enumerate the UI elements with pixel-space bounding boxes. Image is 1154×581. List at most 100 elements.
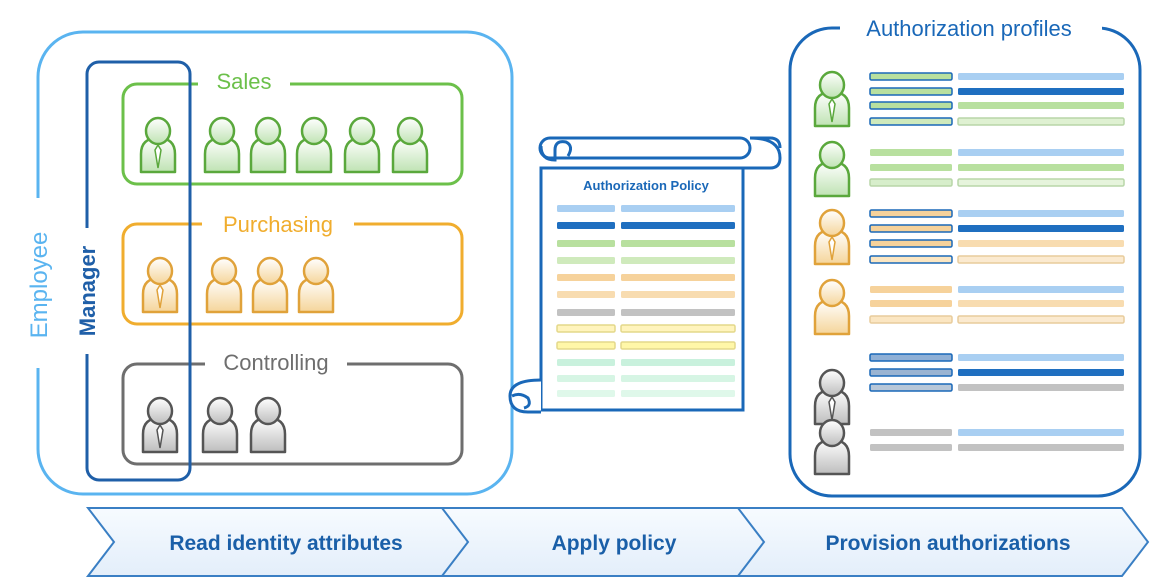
manager-label: Manager bbox=[75, 245, 100, 336]
profiles-title: Authorization profiles bbox=[866, 16, 1071, 41]
policy-rows bbox=[556, 205, 736, 397]
profile-authorization-bar bbox=[957, 178, 1125, 187]
person-icon bbox=[813, 140, 851, 198]
step-apply-policy: Apply policy bbox=[439, 507, 770, 577]
profile-role-bar bbox=[870, 149, 952, 156]
employee-frame: Employee bbox=[22, 30, 514, 496]
person-icon bbox=[201, 396, 239, 454]
profile-role-bar bbox=[869, 315, 953, 324]
profile-authorization-bar bbox=[958, 429, 1124, 436]
person-icon bbox=[203, 116, 241, 174]
manager-frame: Manager bbox=[72, 60, 192, 482]
profile-authorization-bar bbox=[958, 164, 1124, 171]
policy-rule-bar bbox=[620, 324, 736, 333]
profile-people bbox=[813, 70, 851, 476]
profile-role-bar bbox=[869, 72, 953, 81]
profile-role-bar bbox=[869, 101, 953, 110]
step-label: Provision authorizations bbox=[825, 532, 1070, 555]
profile-authorization-bar bbox=[958, 149, 1124, 156]
policy-rule-bar bbox=[557, 375, 615, 382]
profile-role-bar bbox=[870, 300, 952, 307]
profile-role-bar bbox=[870, 286, 952, 293]
policy-rule-bar bbox=[621, 240, 735, 247]
profile-authorization-bar bbox=[958, 286, 1124, 293]
policy-rule-bar bbox=[557, 390, 615, 397]
profile-role-bar bbox=[869, 383, 953, 392]
policy-rule-bar bbox=[557, 359, 615, 366]
manager-person-icon bbox=[141, 256, 179, 314]
profile-role-bar bbox=[869, 209, 953, 218]
profile-role-bar bbox=[869, 368, 953, 377]
person-icon bbox=[249, 116, 287, 174]
profile-role-bar bbox=[869, 239, 953, 248]
profile-authorization-bar bbox=[958, 102, 1124, 109]
policy-rule-bar bbox=[557, 222, 615, 229]
policy-rule-bar bbox=[621, 375, 735, 382]
policy-rule-bar bbox=[621, 291, 735, 298]
purchasing-group: Purchasing bbox=[121, 210, 464, 326]
person-icon bbox=[391, 116, 429, 174]
profile-authorization-bar bbox=[958, 384, 1124, 391]
policy-title: Authorization Policy bbox=[583, 178, 709, 193]
policy-rule-bar bbox=[557, 274, 615, 281]
profile-role-bar bbox=[869, 255, 953, 264]
policy-rule-bar bbox=[621, 222, 735, 229]
step-read-identity-attributes: Read identity attributes bbox=[85, 507, 474, 577]
profile-authorization-bar bbox=[958, 210, 1124, 217]
profile-authorization-bar bbox=[957, 255, 1125, 264]
manager-person-icon bbox=[813, 368, 851, 426]
profile-role-bar bbox=[869, 87, 953, 96]
person-icon bbox=[251, 256, 289, 314]
policy-rule-bar bbox=[621, 309, 735, 316]
profile-role-bar bbox=[869, 224, 953, 233]
policy-rule-bar bbox=[621, 274, 735, 281]
policy-rule-bar bbox=[621, 390, 735, 397]
manager-person-icon bbox=[141, 396, 179, 454]
person-icon bbox=[813, 278, 851, 336]
profile-authorization-bar bbox=[958, 444, 1124, 451]
step-label: Apply policy bbox=[552, 532, 677, 555]
process-steps: Read identity attributes Apply policy Pr… bbox=[85, 507, 1150, 577]
sales-label: Sales bbox=[216, 69, 271, 94]
person-icon bbox=[813, 418, 851, 476]
employee-label: Employee bbox=[26, 232, 53, 339]
person-icon bbox=[205, 256, 243, 314]
profile-authorization-bar bbox=[958, 88, 1124, 95]
person-icon bbox=[343, 116, 381, 174]
person-icon bbox=[295, 116, 333, 174]
profile-authorization-bar bbox=[958, 300, 1124, 307]
profile-authorization-bar bbox=[958, 240, 1124, 247]
policy-rule-bar bbox=[621, 205, 735, 212]
policy-rule-bar bbox=[557, 205, 615, 212]
manager-person-icon bbox=[139, 116, 177, 174]
step-provision-authorizations: Provision authorizations bbox=[735, 507, 1150, 577]
authorization-policy-scroll: Authorization Policy bbox=[508, 136, 782, 414]
controlling-label: Controlling bbox=[223, 350, 328, 375]
person-icon bbox=[297, 256, 335, 314]
policy-rule-bar bbox=[556, 324, 616, 333]
manager-person-icon bbox=[813, 208, 851, 266]
policy-rule-bar bbox=[557, 291, 615, 298]
profile-authorization-bar bbox=[958, 354, 1124, 361]
controlling-group: Controlling bbox=[121, 348, 464, 466]
policy-rule-bar bbox=[620, 341, 736, 350]
profile-role-bar bbox=[869, 178, 953, 187]
profile-authorization-bar bbox=[958, 369, 1124, 376]
profile-authorization-bar bbox=[957, 315, 1125, 324]
manager-person-icon bbox=[813, 70, 851, 128]
sales-group: Sales bbox=[121, 68, 464, 186]
profile-role-bar bbox=[869, 117, 953, 126]
policy-rule-bar bbox=[557, 240, 615, 247]
policy-rule-bar bbox=[621, 257, 735, 264]
profile-bars bbox=[869, 72, 1125, 451]
authorization-profiles-frame: Authorization profiles bbox=[788, 14, 1142, 498]
profile-role-bar bbox=[869, 353, 953, 362]
profile-authorization-bar bbox=[958, 225, 1124, 232]
purchasing-label: Purchasing bbox=[223, 212, 333, 237]
policy-rule-bar bbox=[557, 309, 615, 316]
policy-rule-bar bbox=[621, 359, 735, 366]
profile-role-bar bbox=[870, 429, 952, 436]
policy-rule-bar bbox=[557, 257, 615, 264]
person-icon bbox=[249, 396, 287, 454]
